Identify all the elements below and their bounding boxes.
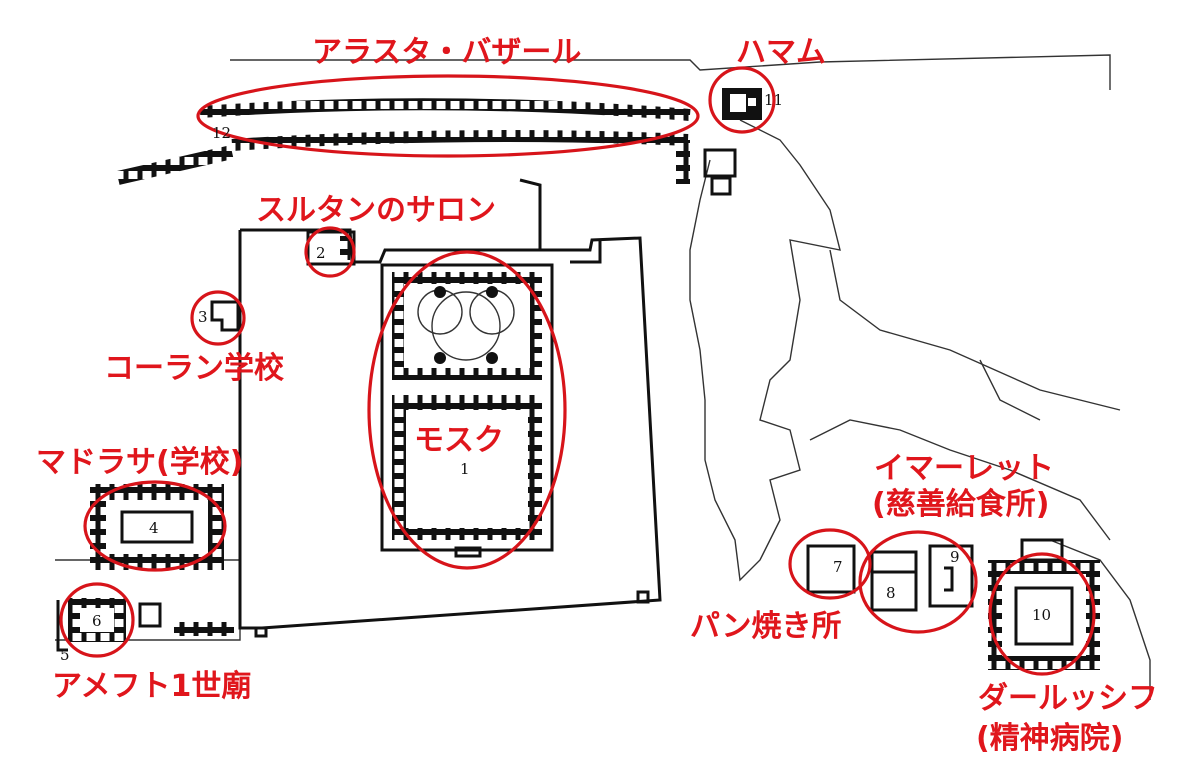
ring-tomb xyxy=(59,582,135,658)
ring-darussifa xyxy=(988,552,1096,676)
ring-quran xyxy=(190,290,246,346)
label-darussifa: ダールッシフ xyxy=(978,681,1158,716)
number-8: 8 xyxy=(886,584,896,602)
arasta-bazaar-plan xyxy=(116,98,737,196)
label-bakery: パン焼き所 xyxy=(690,609,842,644)
label-hamam: ハマム xyxy=(736,35,826,70)
tomb-plan xyxy=(56,598,234,652)
number-10: 10 xyxy=(1032,606,1051,624)
location-labels: アラスタ・バザール ハマム スルタンのサロン コーラン学校 マドラサ(学校) モ… xyxy=(36,35,1158,756)
mosque-plan xyxy=(380,263,554,558)
label-arasta-bazaar: アラスタ・バザール xyxy=(312,35,581,70)
label-imaret: イマーレット xyxy=(874,451,1054,486)
number-1: 1 xyxy=(460,460,470,478)
ring-arasta xyxy=(196,74,700,158)
ring-sultan xyxy=(304,226,356,278)
number-2: 2 xyxy=(316,244,326,262)
ring-hamam xyxy=(708,66,776,134)
number-11: 11 xyxy=(764,91,783,109)
ring-madrasa xyxy=(83,480,227,572)
plan-numbers: 1 2 3 4 5 6 7 8 9 10 11 12 xyxy=(60,91,1051,664)
outer-courtyard-walls xyxy=(238,178,662,638)
label-tomb: アメフト1世廟 xyxy=(52,669,251,704)
label-darussifa-sub: (精神病院) xyxy=(976,721,1123,756)
ring-bakery xyxy=(788,528,872,600)
ring-imaret xyxy=(858,530,978,634)
label-mosque: モスク xyxy=(414,423,504,458)
highlight-rings xyxy=(59,66,1096,676)
label-madrasa: マドラサ(学校) xyxy=(36,445,243,480)
label-quran-school: コーラン学校 xyxy=(104,351,284,386)
bakery-plan xyxy=(806,544,856,594)
quran-school-plan xyxy=(210,300,240,332)
number-5: 5 xyxy=(60,646,70,664)
number-9: 9 xyxy=(950,548,960,566)
label-imaret-sub: (慈善給食所) xyxy=(872,487,1049,522)
imaret-plan xyxy=(870,544,974,612)
number-12: 12 xyxy=(212,124,231,142)
madrasa-plan xyxy=(90,484,224,570)
hamam-plan xyxy=(722,88,762,120)
ring-mosque xyxy=(367,250,567,570)
number-6: 6 xyxy=(92,612,102,630)
number-4: 4 xyxy=(149,519,159,537)
number-3: 3 xyxy=(198,308,208,326)
number-7: 7 xyxy=(833,558,843,576)
label-sultan-salon: スルタンのサロン xyxy=(256,193,496,228)
